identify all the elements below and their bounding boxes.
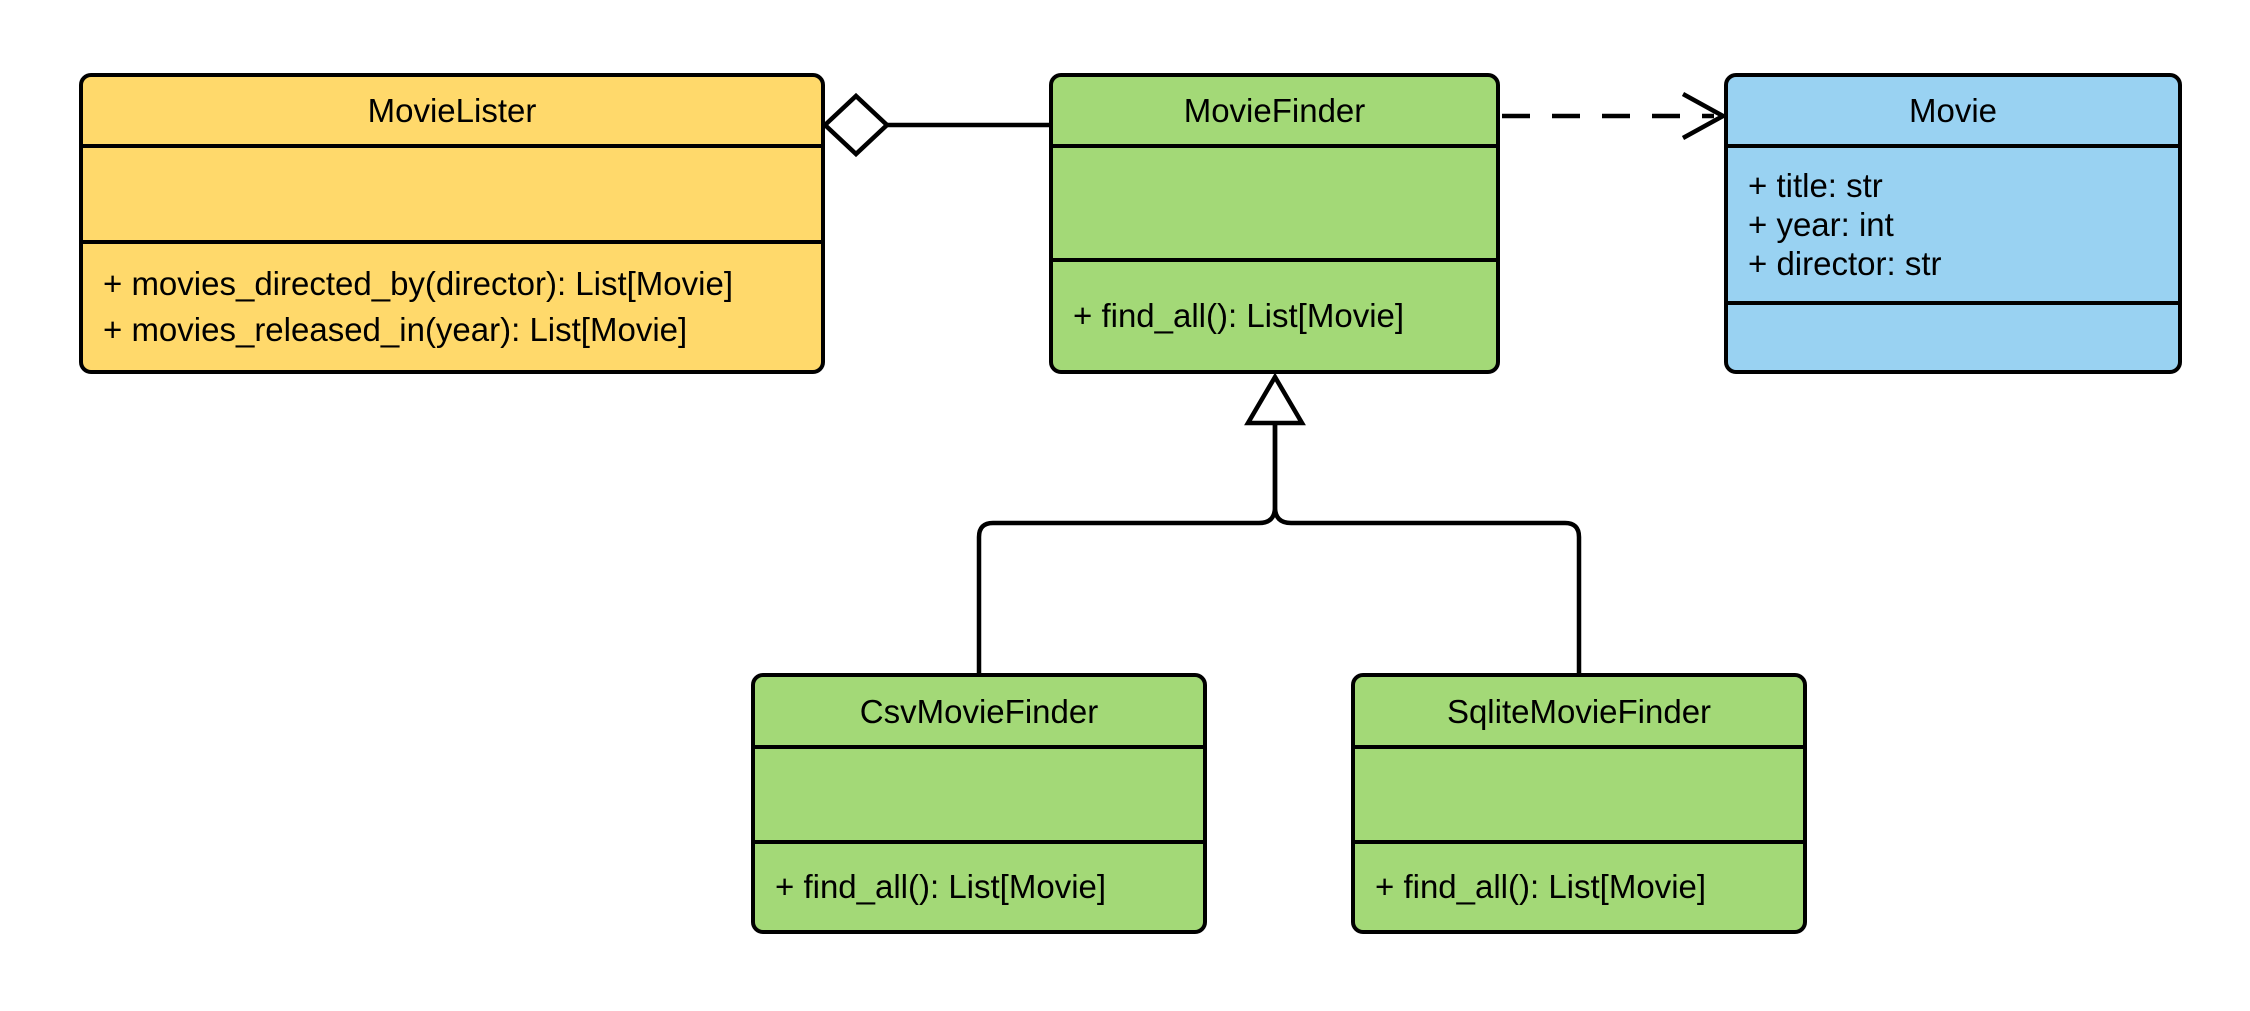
method-item: + find_all(): List[Movie] <box>1073 297 1405 334</box>
attributes-compartment <box>1053 144 1496 258</box>
class-title: SqliteMovieFinder <box>1446 692 1712 730</box>
methods-compartment: + find_all(): List[Movie] <box>1355 840 1803 930</box>
class-sqlitemoviefinder[interactable]: SqliteMovieFinder + find_all(): List[Mov… <box>1351 673 1807 934</box>
class-movie[interactable]: Movie + title: str + year: int + directo… <box>1724 73 2182 374</box>
methods-compartment <box>1728 301 2178 370</box>
class-csvmoviefinder[interactable]: CsvMovieFinder + find_all(): List[Movie] <box>751 673 1207 934</box>
attribute-item: + director: str <box>1748 245 1942 282</box>
aggregation-diamond-icon <box>821 92 891 158</box>
generalization-edge-sqlite[interactable] <box>1272 422 1582 673</box>
method-item: + movies_directed_by(director): List[Mov… <box>103 265 733 302</box>
generalization-triangle-icon <box>1244 372 1306 426</box>
methods-compartment: + find_all(): List[Movie] <box>755 840 1203 930</box>
method-item: + movies_released_in(year): List[Movie] <box>103 311 688 348</box>
attribute-item: + year: int <box>1748 206 1894 243</box>
class-moviefinder[interactable]: MovieFinder + find_all(): List[Movie] <box>1049 73 1500 374</box>
method-item: + find_all(): List[Movie] <box>1375 868 1707 905</box>
class-movielister[interactable]: MovieLister + movies_directed_by(directo… <box>79 73 825 374</box>
class-title: CsvMovieFinder <box>859 692 1099 730</box>
attributes-compartment: + title: str + year: int + director: str <box>1728 144 2178 301</box>
generalization-line-sqlite[interactable] <box>1272 422 1582 673</box>
class-title: MovieLister <box>367 92 537 129</box>
class-title: Movie <box>1908 92 1998 129</box>
class-title: MovieFinder <box>1183 92 1366 129</box>
attributes-compartment <box>83 144 821 240</box>
dependency-arrowhead-icon <box>1681 92 1728 140</box>
methods-compartment: + find_all(): List[Movie] <box>1053 258 1496 370</box>
attributes-compartment <box>755 745 1203 840</box>
aggregation-edge[interactable] <box>821 92 1051 158</box>
attribute-item: + title: str <box>1748 167 1883 204</box>
generalization-edge-csv[interactable] <box>976 422 1278 673</box>
attributes-compartment <box>1355 745 1803 840</box>
dependency-edge[interactable] <box>1502 92 1728 140</box>
generalization-line-csv[interactable] <box>976 422 1278 673</box>
methods-compartment: + movies_directed_by(director): List[Mov… <box>83 240 821 370</box>
method-item: + find_all(): List[Movie] <box>775 868 1107 905</box>
